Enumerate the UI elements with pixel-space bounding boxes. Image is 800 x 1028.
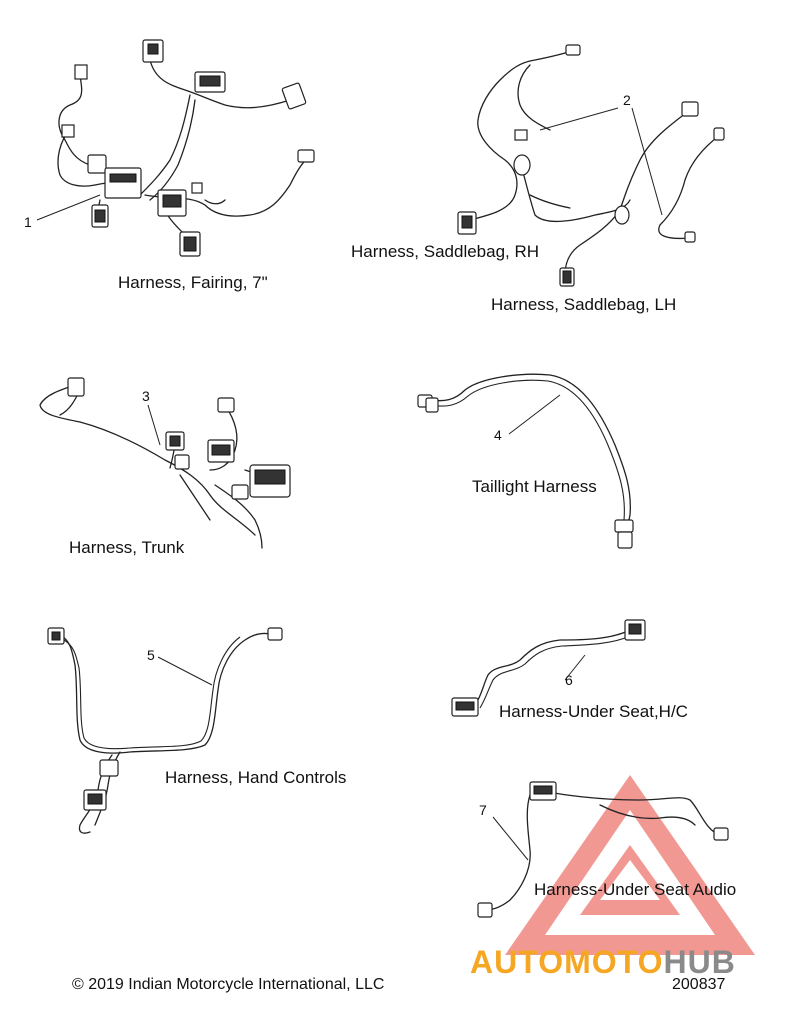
callout-5: 5 [147, 647, 155, 663]
callout-6: 6 [565, 672, 573, 688]
saddlebag-harness-drawing [457, 44, 725, 287]
callout-4: 4 [494, 427, 502, 443]
taillight-harness-drawing [417, 373, 634, 549]
label-taillight-harness: Taillight Harness [472, 477, 597, 496]
callout-2: 2 [623, 92, 631, 108]
label-hand-controls-harness: Harness, Hand Controls [165, 768, 347, 787]
label-under-seat-audio: Harness-Under Seat Audio [534, 880, 737, 899]
under-seat-hc-harness-drawing [451, 619, 646, 717]
callout-7: 7 [479, 802, 487, 818]
callout-3: 3 [142, 388, 150, 404]
label-saddlebag-lh: Harness, Saddlebag, LH [491, 295, 677, 314]
label-under-seat-hc: Harness-Under Seat,H/C [499, 702, 688, 721]
watermark-text: AUTOMOTOHUB [470, 944, 736, 981]
hand-controls-harness-drawing [47, 627, 283, 834]
label-trunk-harness: Harness, Trunk [69, 538, 185, 557]
copyright-text: © 2019 Indian Motorcycle International, … [72, 976, 385, 993]
diagram-number: 200837 [672, 976, 726, 993]
callout-1: 1 [24, 214, 32, 230]
watermark-logo [505, 775, 755, 955]
watermark-part2: HUB [663, 944, 736, 980]
label-fairing-harness: Harness, Fairing, 7" [118, 273, 268, 292]
trunk-harness-drawing [39, 377, 291, 549]
watermark-part1: AUTOMOTO [470, 944, 664, 980]
under-seat-audio-harness-drawing [477, 781, 729, 918]
label-saddlebag-rh: Harness, Saddlebag, RH [351, 242, 540, 261]
fairing-harness-drawing [36, 39, 315, 257]
